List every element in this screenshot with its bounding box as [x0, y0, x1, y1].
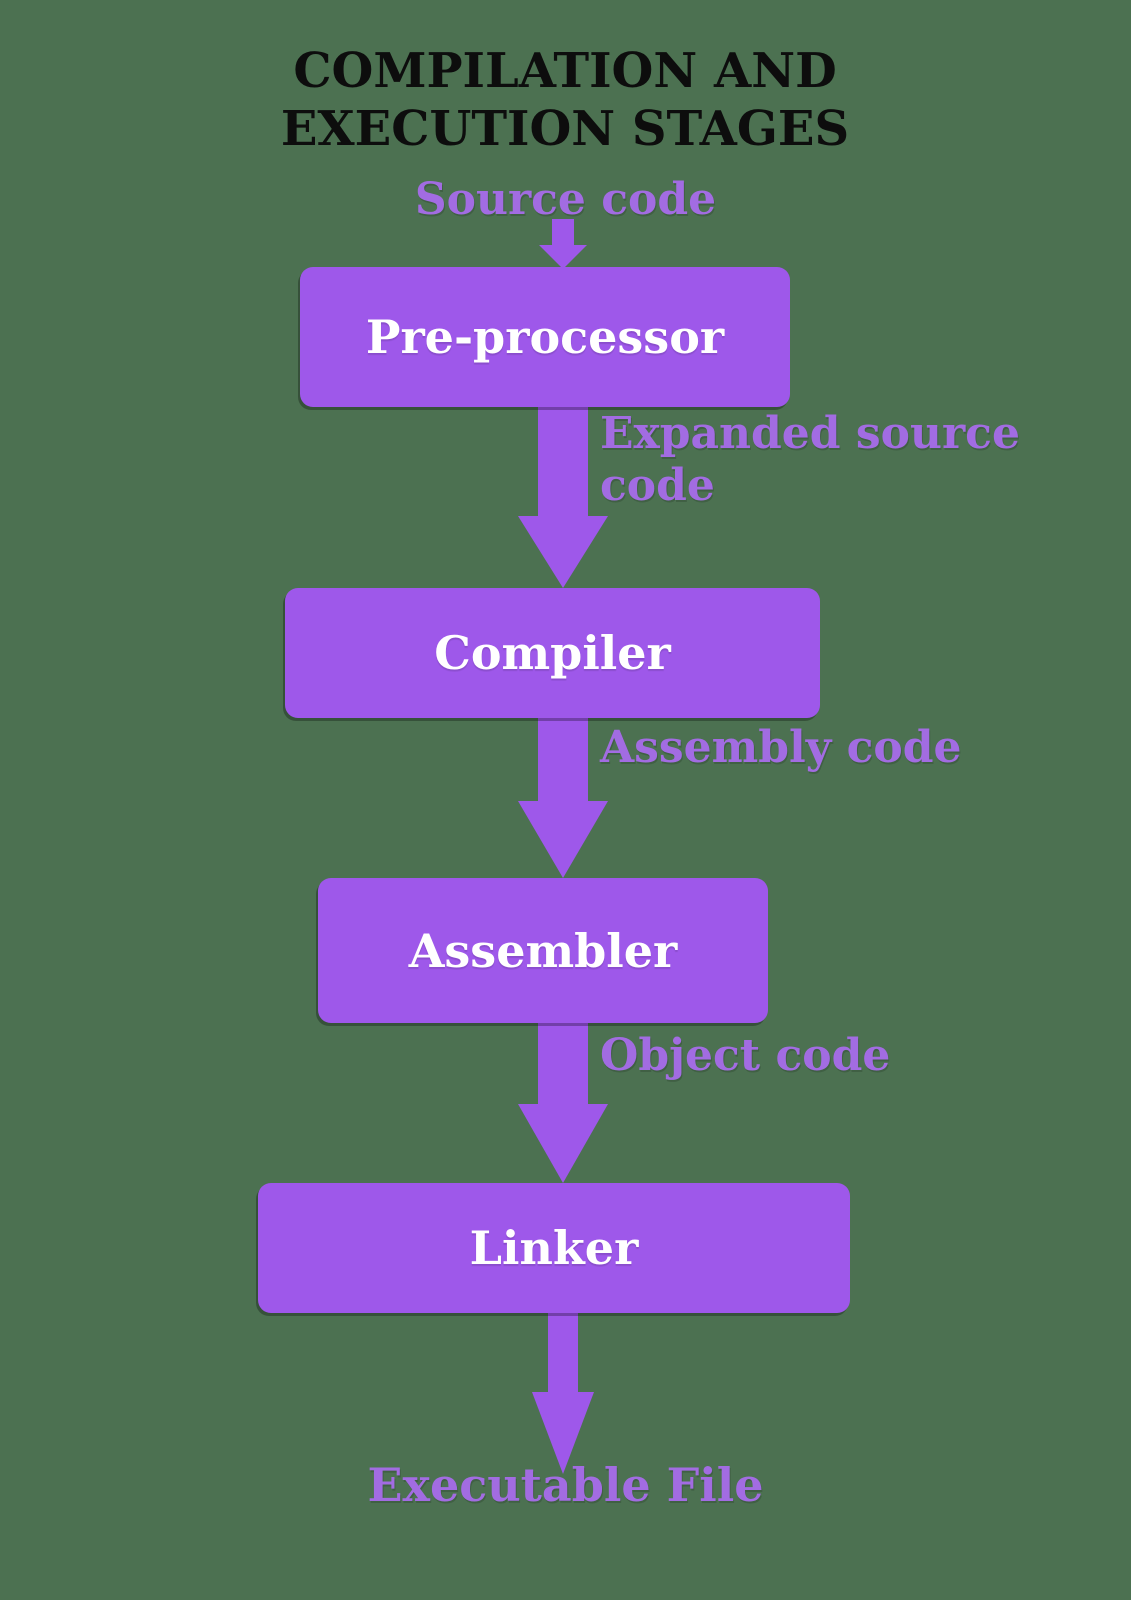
- down-arrow-icon: [518, 402, 608, 588]
- diagram-title: COMPILATION AND EXECUTION STAGES: [280, 43, 850, 157]
- arrow-head: [518, 516, 608, 588]
- stage-box-linker: Linker: [258, 1183, 850, 1313]
- arrow-shaft: [538, 1019, 588, 1104]
- flow-label-expanded-source-code: Expanded source code: [600, 408, 1020, 511]
- stage-label: Pre-processor: [365, 310, 725, 364]
- stage-label: Linker: [469, 1221, 639, 1275]
- arrow-shaft: [538, 714, 588, 801]
- stage-box-assembler: Assembler: [318, 878, 768, 1023]
- arrow-shaft: [538, 402, 588, 516]
- arrow-shaft: [548, 1308, 578, 1392]
- flow-label-assembly-code: Assembly code: [600, 722, 962, 773]
- down-arrow-icon: [539, 219, 587, 269]
- arrow-shaft: [552, 219, 574, 245]
- stage-label: Assembler: [408, 923, 678, 978]
- stage-box-compiler: Compiler: [285, 588, 820, 718]
- arrow-head: [539, 245, 587, 269]
- arrow-head: [518, 801, 608, 878]
- down-arrow-icon: [518, 714, 608, 878]
- stage-box-pre-processor: Pre-processor: [300, 267, 790, 407]
- arrow-head: [518, 1104, 608, 1183]
- flow-label-object-code: Object code: [600, 1030, 891, 1081]
- arrow-head: [532, 1392, 594, 1474]
- stage-label: Compiler: [434, 626, 671, 680]
- flow-label-executable-file: Executable File: [367, 1458, 764, 1512]
- flow-label-source-code: Source code: [414, 174, 717, 225]
- down-arrow-icon: [518, 1019, 608, 1183]
- down-arrow-icon: [532, 1308, 594, 1474]
